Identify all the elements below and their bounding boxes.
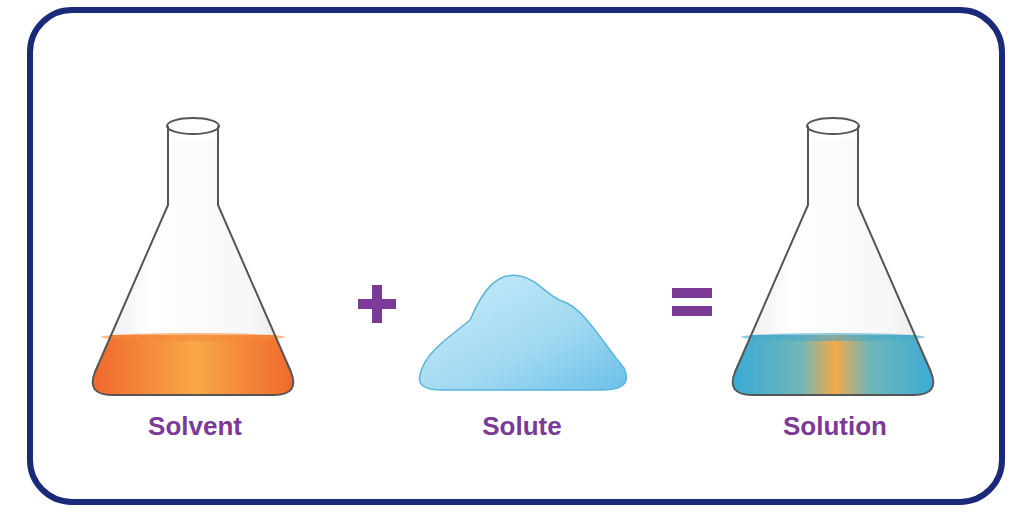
item-label: Solvent	[148, 412, 242, 441]
item-label: Solution	[783, 412, 887, 441]
equals-sign	[672, 288, 712, 316]
solvent-flask	[80, 118, 310, 405]
frame	[30, 10, 1002, 502]
solution-flask	[720, 118, 950, 405]
plus-sign	[358, 285, 396, 323]
solute-pile	[419, 275, 626, 390]
item-label: Solute	[482, 412, 561, 441]
